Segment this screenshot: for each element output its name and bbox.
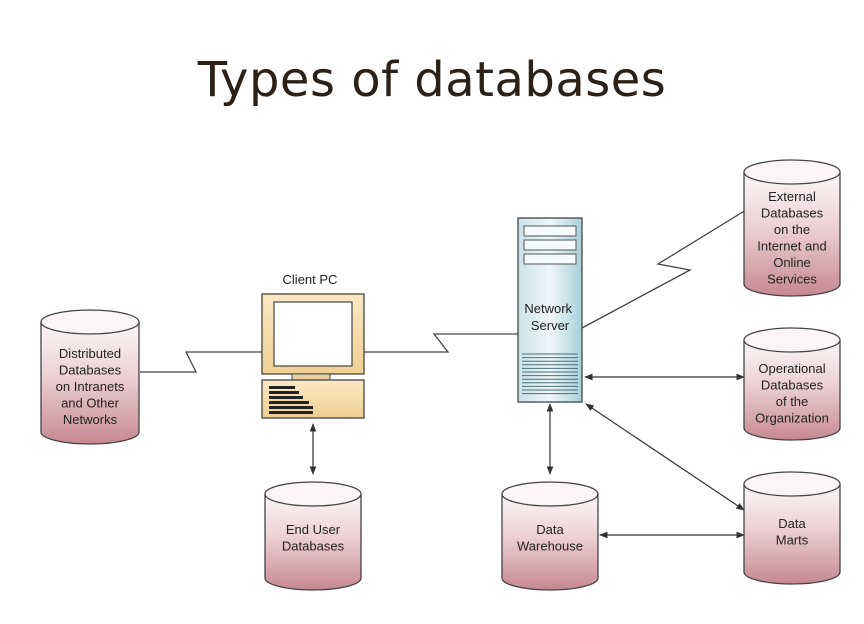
network-server-icon: Network Server	[517, 217, 583, 403]
link-distributed-client	[140, 351, 262, 373]
link-server-external	[581, 209, 747, 329]
client-pc-label: Client PC	[283, 272, 338, 287]
network-server-label: Network Server	[524, 301, 575, 333]
client-pc-icon: Client PC	[261, 272, 365, 419]
page-title: Types of databases	[197, 52, 667, 108]
link-client-server	[364, 333, 518, 353]
arrow-server-marts	[585, 403, 745, 511]
